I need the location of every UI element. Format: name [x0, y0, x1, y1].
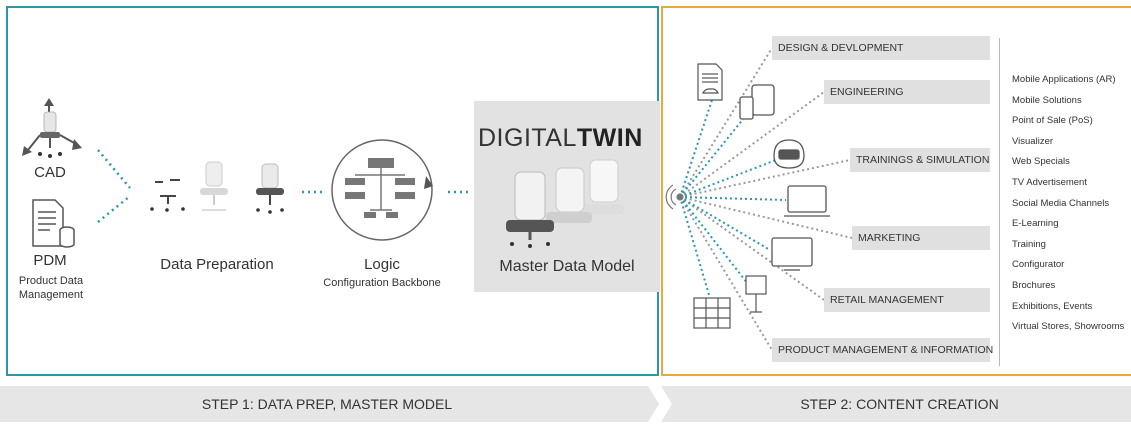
step1-footer-shape	[0, 386, 659, 422]
output-item: Virtual Stores, Showrooms	[1012, 321, 1125, 333]
outputs-divider	[999, 38, 1000, 366]
phone-tablet-icon	[739, 84, 775, 120]
master-chairs-icon	[506, 159, 624, 248]
output-item: E-Learning	[1012, 218, 1059, 230]
logic-icon	[331, 139, 433, 241]
category-product: PRODUCT MANAGEMENT & INFORMATION	[772, 338, 993, 362]
step1-footer: STEP 1: DATA PREP, MASTER MODEL	[201, 396, 453, 412]
vr-headset-icon	[773, 139, 805, 169]
document-car-icon	[697, 63, 723, 101]
digital-twin-title: DIGITALTWIN	[478, 124, 643, 153]
logic-label: Logic	[364, 256, 400, 273]
radiating-source-icon	[665, 184, 684, 210]
category-engineering: ENGINEERING	[824, 80, 990, 104]
pdm-label: PDM	[33, 252, 67, 269]
output-item: Mobile Applications (AR)	[1012, 74, 1116, 85]
output-item: Mobile Solutions	[1012, 94, 1082, 106]
outputs-list: Mobile Applications (AR) Mobile Solution…	[1012, 70, 1124, 338]
output-item: Configurator	[1012, 259, 1065, 271]
step1-connectors	[97, 149, 470, 223]
output-item: Social Media Channels	[1012, 197, 1110, 209]
master-data-label: Master Data Model	[499, 258, 635, 275]
pdm-sub-line2: Management	[18, 289, 84, 301]
output-item: TV Advertisement	[1012, 176, 1087, 188]
category-marketing: MARKETING	[852, 226, 990, 250]
cad-label: CAD	[34, 164, 66, 181]
digital-twin-light: DIGITAL	[478, 124, 577, 152]
category-retail: RETAIL MANAGEMENT	[824, 288, 990, 312]
cad-chair-body	[38, 111, 62, 158]
output-item: Web Specials	[1012, 156, 1070, 168]
output-item: Brochures	[1012, 279, 1056, 291]
logic-sub-label: Configuration Backbone	[323, 277, 441, 289]
step2-footer-shape	[661, 386, 1131, 422]
data-prep-label: Data Preparation	[160, 256, 274, 273]
output-item: Exhibitions, Events	[1012, 300, 1093, 312]
data-prep-chairs-icon	[150, 161, 284, 214]
laptop-icon	[784, 185, 830, 217]
category-trainings: TRAININGS & SIMULATION	[850, 148, 990, 172]
digital-twin-bold: TWIN	[576, 124, 643, 152]
output-item: Training	[1012, 238, 1046, 250]
category-design: DESIGN & DEVLOPMENT	[772, 36, 990, 60]
step2-connectors	[679, 47, 853, 351]
step2-footer: STEP 2: CONTENT CREATION	[800, 396, 999, 412]
output-item: Visualizer	[1012, 135, 1054, 147]
step2-panel	[661, 6, 1131, 376]
pdm-sub-line1: Product Data	[18, 275, 84, 287]
video-wall-icon	[693, 297, 731, 329]
monitor-icon	[771, 237, 813, 271]
pdm-document-icon	[32, 199, 75, 248]
output-item: Point of Sale (PoS)	[1012, 115, 1093, 127]
kiosk-icon	[745, 275, 767, 313]
